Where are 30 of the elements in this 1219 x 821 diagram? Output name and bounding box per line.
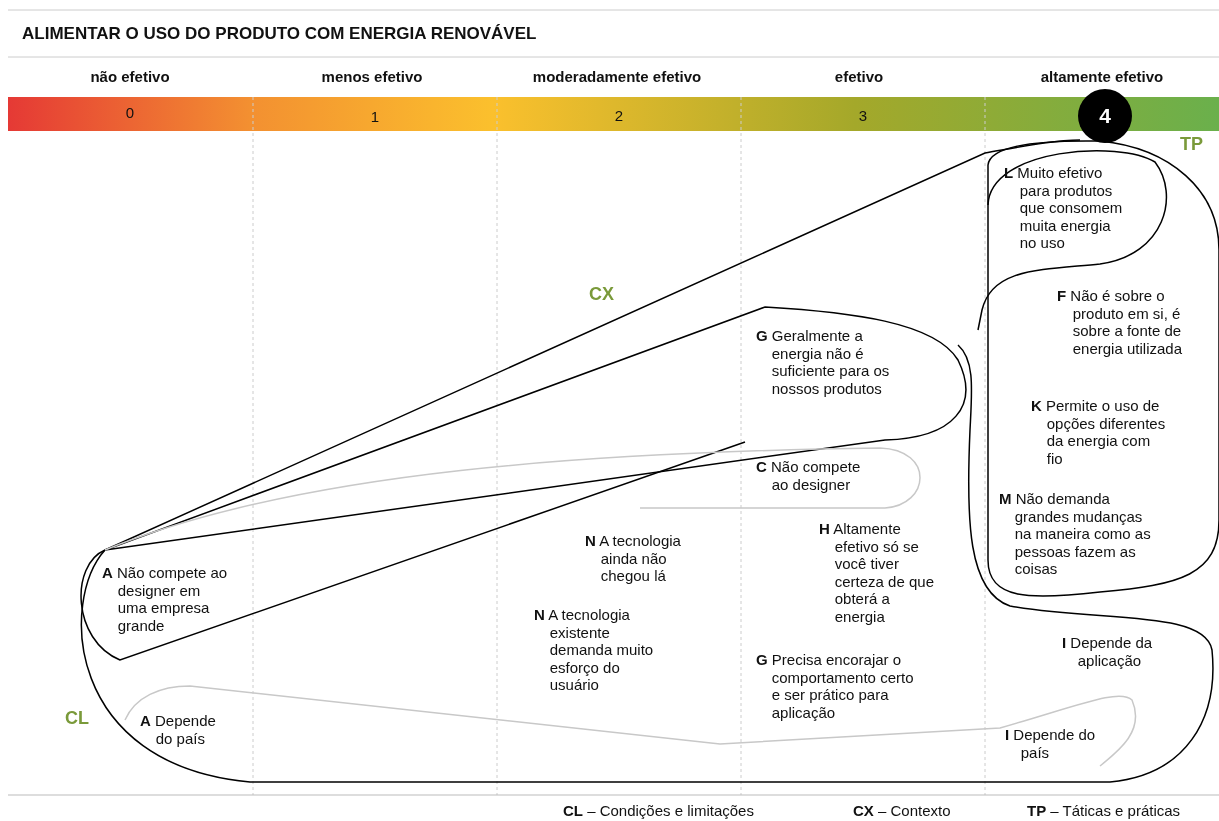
legend-entry: CL – Condições e limitações	[563, 802, 754, 820]
region-code: CL	[65, 710, 89, 728]
annotation-text: G Precisa encorajar o comportamento certo e ser prático para aplicação	[756, 651, 914, 721]
region-code: TP	[1180, 136, 1203, 154]
legend-entry: TP – Táticas e práticas	[1027, 802, 1181, 820]
scale-value: 0	[125, 104, 135, 122]
annotation-text: H Altamente efetivo só se você tiver certeza de que obterá a energia	[819, 520, 935, 625]
annotation-text: A Depende do país	[140, 712, 217, 747]
scale-value: 2	[614, 107, 624, 125]
scale-value: 3	[858, 107, 868, 125]
annotation-text: I Depende da aplicação	[1062, 634, 1154, 669]
diagram-title: ALIMENTAR O USO DO PRODUTO COM ENERGIA RENOVÁVEL	[22, 24, 537, 44]
scale-heading: não efetivo	[90, 68, 170, 86]
annotation-text: N A tecnologia existente demanda muito esforço do usuário	[534, 606, 655, 694]
annotation-text: N A tecnologia ainda não chegou lá	[585, 532, 682, 585]
region-code: CX	[589, 286, 614, 304]
scale-value: 1	[370, 108, 380, 126]
score-circle: 4	[1078, 89, 1132, 143]
annotation-text: M Não demanda grandes mudanças na maneira como as pessoas fazem as coisas	[999, 490, 1152, 578]
scale-heading: menos efetivo	[321, 68, 423, 86]
scale-heading: altamente efetivo	[1040, 68, 1164, 86]
legend-entry: CX – Contexto	[853, 802, 951, 820]
annotation-text: K Permite o uso de opções diferentes da energia com fio	[1031, 397, 1167, 467]
annotation-text: C Não compete ao designer	[756, 458, 862, 493]
scale-heading: moderadamente efetivo	[532, 68, 702, 86]
scale-heading: efetivo	[834, 68, 884, 86]
annotation-text: F Não é sobre o produto em si, é sobre a fonte de energia utilizada	[1057, 287, 1183, 357]
annotation-text: A Não compete ao designer em uma empresa grande	[102, 564, 229, 634]
annotation-text: I Depende do país	[1005, 726, 1097, 761]
annotation-text: G Geralmente a energia não é suficiente para os nossos produtos	[756, 327, 891, 397]
